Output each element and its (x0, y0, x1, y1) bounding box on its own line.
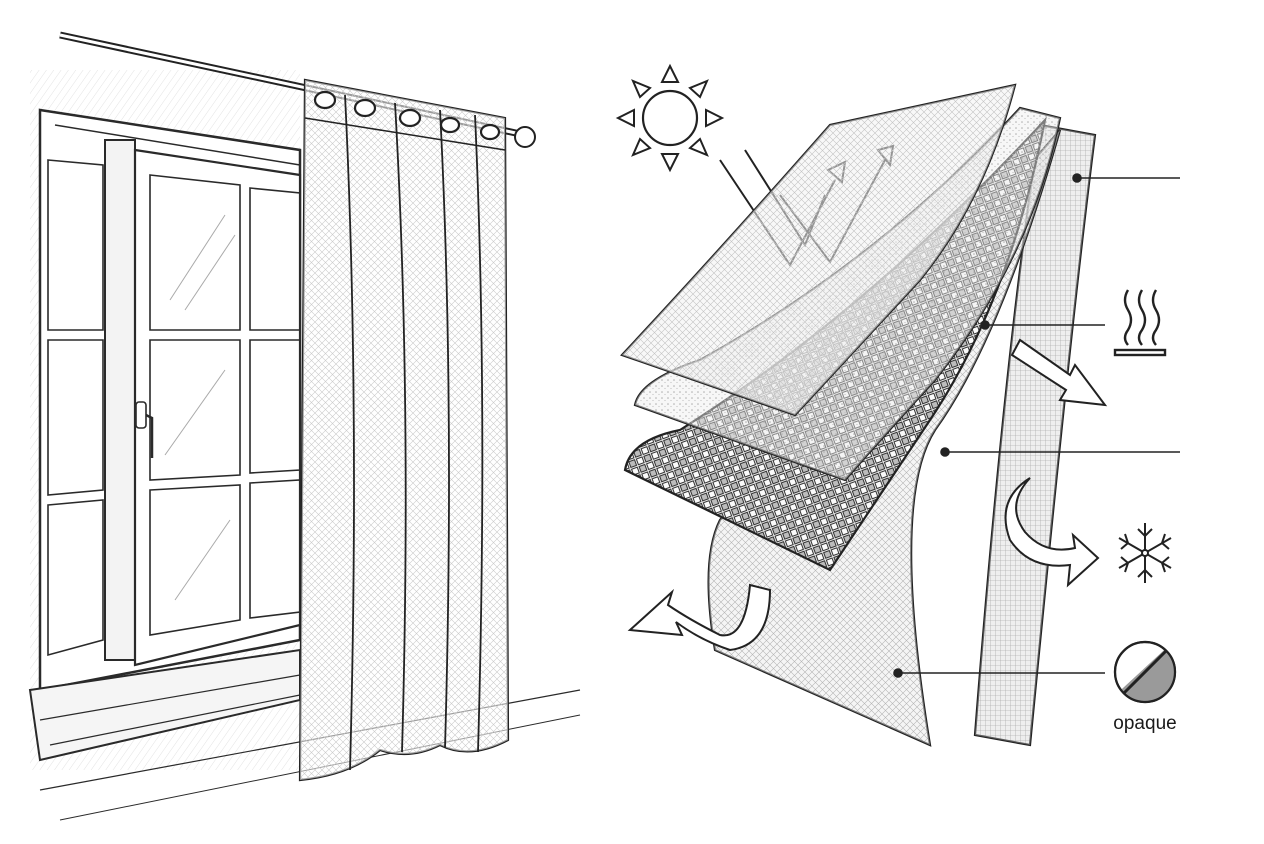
layer-blackout-backing (973, 123, 1097, 747)
curtain-grommets (313, 90, 501, 141)
snowflake-icon (1118, 523, 1172, 583)
cold-block-arrow (1004, 477, 1100, 588)
window (28, 70, 581, 821)
airflow-curve-arrow (627, 583, 772, 652)
sun-icon (615, 63, 725, 173)
heat-waves-icon (1113, 289, 1167, 357)
opaque-circle-icon (1113, 640, 1177, 704)
window-handle (135, 401, 147, 429)
rod-finial (514, 126, 536, 148)
layer-reflective-top (620, 83, 1017, 417)
curtain-panel (298, 78, 510, 782)
opaque-label: opaque (1113, 713, 1176, 734)
callout-lines (893, 173, 1180, 678)
heat-loss-arrow (1010, 338, 1108, 407)
